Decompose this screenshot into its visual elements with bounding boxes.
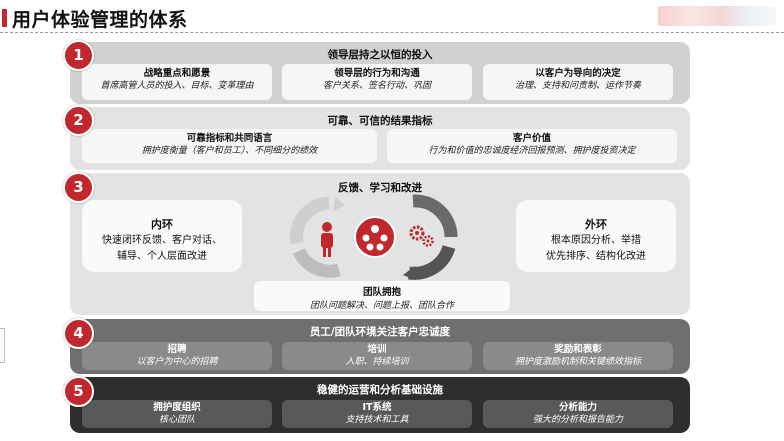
box-subtitle: 强大的分析和报告能力: [532, 415, 623, 425]
section-feedback: 反馈、学习和改进 内环 快速闭环反馈、客户对话、 辅导、个人层面改进: [70, 173, 690, 315]
person-icon: [321, 222, 333, 257]
title-bar: 用户体验管理的体系: [0, 0, 784, 34]
inner-loop-title: 内环: [151, 218, 173, 231]
section-2-number: 2: [63, 105, 94, 136]
right-loop-arrowhead: [403, 266, 415, 280]
box-it-systems: IT系统 支持技术和工具: [282, 400, 472, 428]
page-title: 用户体验管理的体系: [12, 9, 188, 31]
blurred-logo: [658, 6, 776, 26]
section-3-title: 反馈、学习和改进: [338, 182, 422, 194]
box-subtitle: 支持技术和工具: [345, 415, 409, 425]
box-title: 招聘: [167, 344, 187, 355]
left-loop-arc-bottom: [293, 247, 341, 278]
box-analytics: 分析能力 强大的分析和报告能力: [483, 400, 673, 428]
left-loop-arc-top: [289, 196, 330, 245]
box-customer-decisions: 以客户为导向的决定 治理、支持和问责制、运作节奏: [483, 64, 673, 100]
box-subtitle: 客户关系、签名行动、巩固: [322, 81, 431, 91]
box-subtitle: 首席高管人员的投入、目标、变革理由: [100, 81, 254, 91]
section-4-title: 员工/团队环境关注客户忠诚度: [309, 326, 451, 338]
inner-loop-line-2: 辅导、个人层面改进: [117, 251, 207, 262]
gears-icon: [409, 225, 434, 247]
box-title: 可靠指标和共同语言: [186, 133, 273, 144]
box-title: IT系统: [362, 402, 392, 413]
right-loop-arc-top: [412, 194, 458, 238]
title-divider: [0, 32, 784, 33]
section-employee-environment: 员工/团队环境关注客户忠诚度 招聘 以客户为中心的招聘 培训 入职、持续培训 奖…: [70, 319, 690, 374]
left-loop-arrowhead: [333, 197, 345, 211]
section-metrics: 可靠、可信的结果指标 可靠指标和共同语言 拥护度衡量（客户和员工）、不同细分的绩…: [70, 107, 690, 170]
inner-loop-line-1: 快速闭环反馈、客户对话、: [102, 235, 222, 246]
team-subtitle: 团队问题解决、问题上报、团队合作: [309, 301, 454, 311]
box-title: 拥护度组织: [153, 402, 201, 413]
section-4-number: 4: [63, 318, 94, 349]
box-title: 领导层的行为和沟通: [334, 68, 420, 79]
outer-loop-line-1: 根本原因分析、举措: [551, 235, 641, 246]
section-infrastructure: 稳健的运营和分析基础设施 拥护度组织 核心团队 IT系统 支持技术和工具 分析能…: [70, 377, 690, 433]
box-subtitle: 拥护度激励机制和关键绩效指标: [514, 357, 641, 367]
team-embrace-box: 团队拥抱 团队问题解决、问题上报、团队合作: [254, 281, 510, 311]
inner-loop-box: 内环 快速闭环反馈、客户对话、 辅导、个人层面改进: [82, 200, 242, 272]
box-reliable-metrics: 可靠指标和共同语言 拥护度衡量（客户和员工）、不同细分的绩效: [82, 129, 377, 163]
left-edge-marker: [0, 328, 5, 363]
box-strategy-vision: 战略重点和愿景 首席高管人员的投入、目标、变革理由: [82, 64, 272, 100]
section-leadership: 领导层持之以恒的投入 战略重点和愿景 首席高管人员的投入、目标、变革理由 领导层…: [70, 42, 690, 104]
box-recruiting: 招聘 以客户为中心的招聘: [82, 342, 272, 370]
box-title: 客户价值: [512, 133, 551, 144]
section-2-title: 可靠、可信的结果指标: [327, 115, 433, 127]
outer-loop-box: 外环 根本原因分析、举措 优先排序、结构化改进: [516, 200, 676, 272]
box-advocacy-org: 拥护度组织 核心团队: [82, 400, 272, 428]
box-subtitle: 以客户为中心的招聘: [136, 357, 218, 367]
box-subtitle: 行为和价值的忠诚度经济回报预测、拥护度投资决定: [428, 146, 636, 156]
box-title: 分析能力: [558, 402, 597, 413]
section-1-title: 领导层持之以恒的投入: [327, 49, 433, 61]
outer-loop-line-2: 优先排序、结构化改进: [546, 251, 646, 262]
customer-network-icon: [354, 216, 396, 258]
box-customer-value: 客户价值 行为和价值的忠诚度经济回报预测、拥护度投资决定: [387, 129, 677, 163]
box-title: 培训: [367, 344, 387, 355]
outer-loop-title: 外环: [585, 218, 607, 231]
box-title: 以客户为导向的决定: [535, 68, 621, 79]
box-leader-behavior: 领导层的行为和沟通 客户关系、签名行动、巩固: [282, 64, 472, 100]
section-3-number: 3: [63, 172, 94, 203]
section-5-title: 稳健的运营和分析基础设施: [317, 384, 443, 396]
title-accent-bar: [2, 9, 7, 27]
feedback-cycle-diagram: [289, 194, 458, 280]
box-rewards: 奖励和表彰 拥护度激励机制和关键绩效指标: [483, 342, 673, 370]
box-title: 战略重点和愿景: [143, 68, 211, 79]
box-subtitle: 拥护度衡量（客户和员工）、不同细分的绩效: [141, 146, 318, 156]
box-subtitle: 治理、支持和问责制、运作节奏: [514, 81, 641, 91]
box-subtitle: 入职、持续培训: [345, 357, 409, 367]
section-1-number: 1: [63, 40, 94, 71]
box-training: 培训 入职、持续培训: [282, 342, 472, 370]
box-subtitle: 核心团队: [158, 415, 195, 425]
section-5-number: 5: [63, 376, 94, 407]
box-title: 奖励和表彰: [554, 344, 602, 355]
team-title: 团队拥抱: [362, 287, 401, 298]
